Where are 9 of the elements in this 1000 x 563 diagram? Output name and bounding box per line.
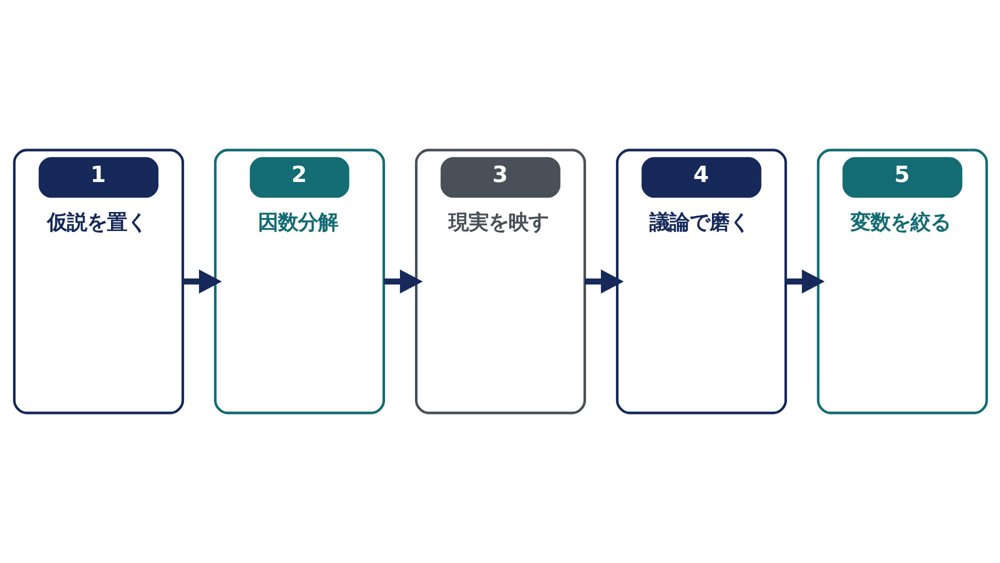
arrow: [785, 270, 824, 294]
node-box: 3 現実を映す: [414, 148, 586, 414]
node-box: 1 仮説を置く: [12, 148, 184, 414]
node-box: 5 変数を絞る: [816, 148, 988, 414]
arrow: [584, 270, 624, 294]
node-box: 2 因数分解: [214, 148, 385, 414]
arrow: [182, 270, 222, 294]
arrow: [384, 270, 422, 294]
node-box: 4 議論で磨く: [615, 148, 786, 414]
